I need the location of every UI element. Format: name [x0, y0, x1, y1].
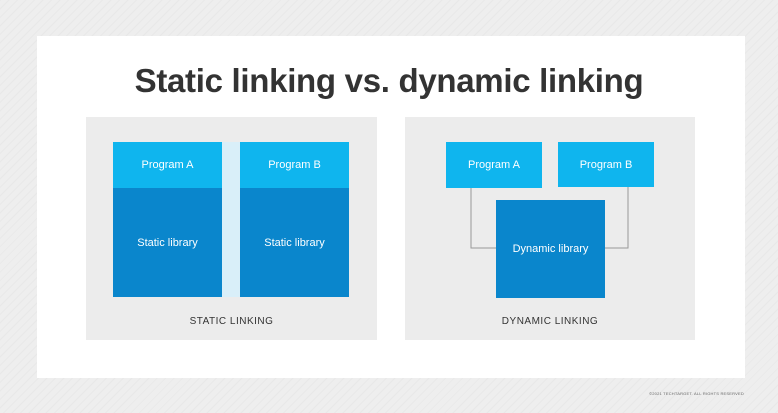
static-program-b-box: Program B: [240, 142, 349, 188]
dynamic-linking-caption: DYNAMIC LINKING: [501, 316, 599, 327]
static-program-b-label: Program B: [268, 159, 321, 171]
dynamic-program-a-label: Program A: [468, 159, 520, 171]
dynamic-program-a-box: Program A: [446, 142, 542, 188]
diagram-title: Static linking vs. dynamic linking: [134, 62, 644, 99]
static-library-b-label: Static library: [264, 236, 325, 249]
copyright-notice: ©2021 TECHTARGET. ALL RIGHTS RESERVED: [649, 391, 744, 396]
dynamic-program-b-box: Program B: [558, 142, 654, 187]
dynamic-program-b-label: Program B: [579, 158, 633, 171]
static-library-b-box: Static library: [240, 188, 349, 297]
static-library-a-box: Static library: [113, 188, 222, 297]
static-library-a-label: Static library: [137, 236, 198, 249]
dynamic-library-box: Dynamic library: [496, 200, 605, 298]
static-separator-strip: [222, 142, 240, 297]
connector-program-a-to-library: [470, 188, 496, 249]
static-program-a-label: Program A: [141, 159, 194, 171]
static-linking-caption: STATIC LINKING: [189, 316, 274, 327]
static-program-a-box: Program A: [113, 142, 222, 188]
connector-program-b-to-library: [605, 187, 629, 249]
dynamic-library-label: Dynamic library: [512, 243, 589, 255]
